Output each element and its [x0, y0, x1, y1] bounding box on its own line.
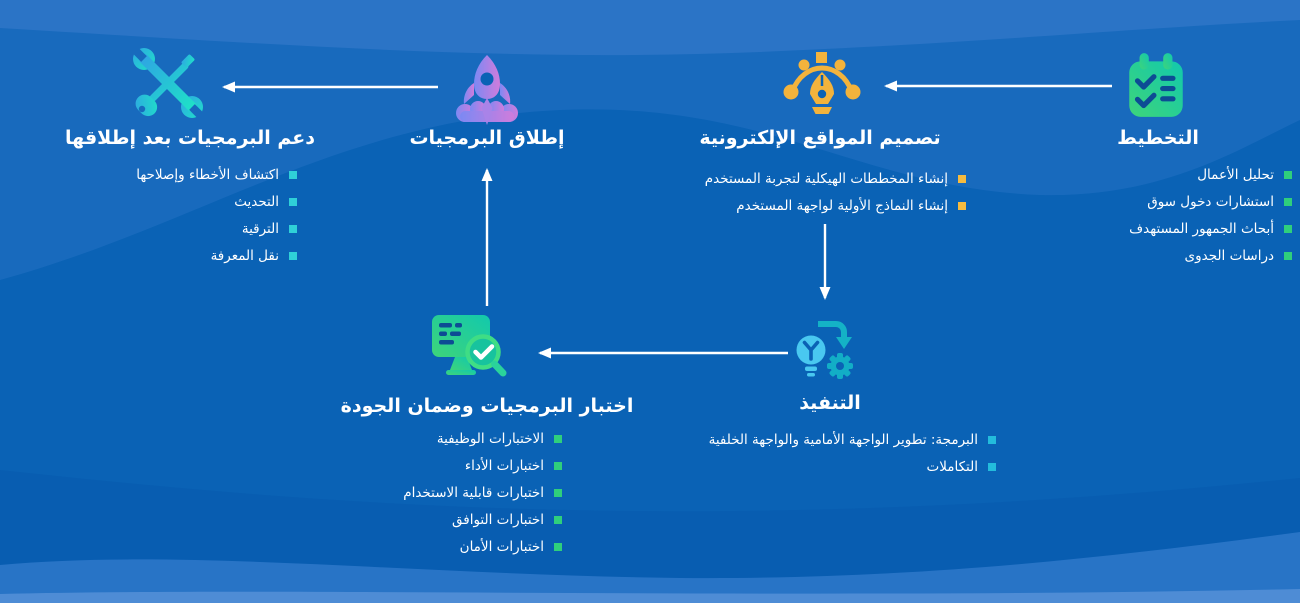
bullet-square-icon [554, 489, 562, 498]
bullet-square-icon [1284, 198, 1292, 207]
bullet-square-icon [289, 225, 297, 234]
rocket-icon [448, 51, 526, 133]
monitor-magnifier-icon [428, 310, 512, 390]
bullet-square-icon [554, 462, 562, 471]
launch-title: إطلاق البرمجيات [409, 127, 565, 149]
list-item: نقل المعرفة [136, 247, 297, 266]
list-item-text: البرمجة: تطوير الواجهة الأمامية والواجهة… [708, 432, 978, 448]
planning-title: التخطيط [1117, 127, 1199, 149]
list-item-text: التحديث [234, 194, 279, 210]
list-item: التكاملات [709, 458, 996, 477]
list-item: تحليل الأعمال [1129, 166, 1292, 185]
testing-items: الاختبارات الوظيفية اختبارات الأداء اختبار… [403, 430, 562, 565]
list-item: اختبارات قابلية الاستخدام [403, 484, 562, 503]
list-item-text: التكاملات [926, 459, 978, 475]
lightbulb-gear-icon [787, 313, 861, 391]
list-item-text: نقل المعرفة [210, 248, 279, 264]
list-item-text: أبحاث الجمهور المستهدف [1129, 221, 1274, 237]
clipboard-checklist-icon [1120, 50, 1192, 126]
bottom-light-wave [0, 532, 1300, 603]
bullet-square-icon [958, 202, 966, 211]
list-item-text: إنشاء النماذج الأولية لواجهة المستخدم [736, 198, 948, 214]
implementation-items: البرمجة: تطوير الواجهة الأمامية والواجهة… [709, 431, 996, 485]
bullet-square-icon [554, 435, 562, 444]
bullet-square-icon [554, 516, 562, 525]
list-item: اختبارات الأمان [403, 538, 562, 557]
list-item: اكتشاف الأخطاء وإصلاحها [136, 166, 297, 185]
bullet-square-icon [1284, 252, 1292, 261]
bullet-square-icon [1284, 171, 1292, 180]
list-item: إنشاء النماذج الأولية لواجهة المستخدم [705, 197, 966, 216]
list-item: البرمجة: تطوير الواجهة الأمامية والواجهة… [709, 431, 996, 450]
bullet-square-icon [289, 198, 297, 207]
list-item-text: اختبارات الأداء [464, 458, 544, 474]
list-item-text: دراسات الجدوى [1184, 248, 1274, 264]
list-item: اختبارات التوافق [403, 511, 562, 530]
list-item: التحديث [136, 193, 297, 212]
list-item: دراسات الجدوى [1129, 247, 1292, 266]
crossed-tools-icon [129, 44, 207, 126]
list-item: أبحاث الجمهور المستهدف [1129, 220, 1292, 239]
list-item-text: إنشاء المخططات الهيكلية لتجربة المستخدم [704, 171, 948, 187]
list-item: استشارات دخول سوق [1129, 193, 1292, 212]
list-item-text: اختبارات الأمان [459, 539, 544, 555]
list-item: اختبارات الأداء [403, 457, 562, 476]
bottom-dark-wave [0, 470, 1300, 603]
bullet-square-icon [988, 436, 996, 445]
design-title: تصميم المواقع الإلكترونية [699, 127, 941, 149]
bullet-square-icon [1284, 225, 1292, 234]
list-item-text: الاختبارات الوظيفية [436, 431, 544, 447]
bullet-square-icon [289, 252, 297, 261]
design-items: إنشاء المخططات الهيكلية لتجربة المستخدم إ… [705, 170, 966, 224]
list-item-text: اختبارات التوافق [451, 512, 544, 528]
list-item-text: استشارات دخول سوق [1147, 194, 1274, 210]
planning-items: تحليل الأعمال استشارات دخول سوق أبحاث الجم… [1129, 166, 1292, 274]
bullet-square-icon [554, 543, 562, 552]
pen-tool-icon [776, 50, 868, 128]
bullet-square-icon [289, 171, 297, 180]
list-item: الترقية [136, 220, 297, 239]
list-item: إنشاء المخططات الهيكلية لتجربة المستخدم [705, 170, 966, 189]
bottom-strip [0, 589, 1300, 603]
implementation-title: التنفيذ [799, 392, 861, 414]
list-item-text: اختبارات قابلية الاستخدام [403, 485, 544, 501]
list-item-text: اكتشاف الأخطاء وإصلاحها [136, 167, 279, 183]
support-items: اكتشاف الأخطاء وإصلاحها التحديث الترقية نقل… [136, 166, 297, 274]
bullet-square-icon [988, 463, 996, 472]
list-item-text: تحليل الأعمال [1197, 167, 1274, 183]
list-item: الاختبارات الوظيفية [403, 430, 562, 449]
support-title: دعم البرمجيات بعد إطلاقها [65, 127, 315, 149]
list-item-text: الترقية [241, 221, 279, 237]
bullet-square-icon [958, 175, 966, 184]
testing-title: اختبار البرمجيات وضمان الجودة [340, 395, 634, 417]
